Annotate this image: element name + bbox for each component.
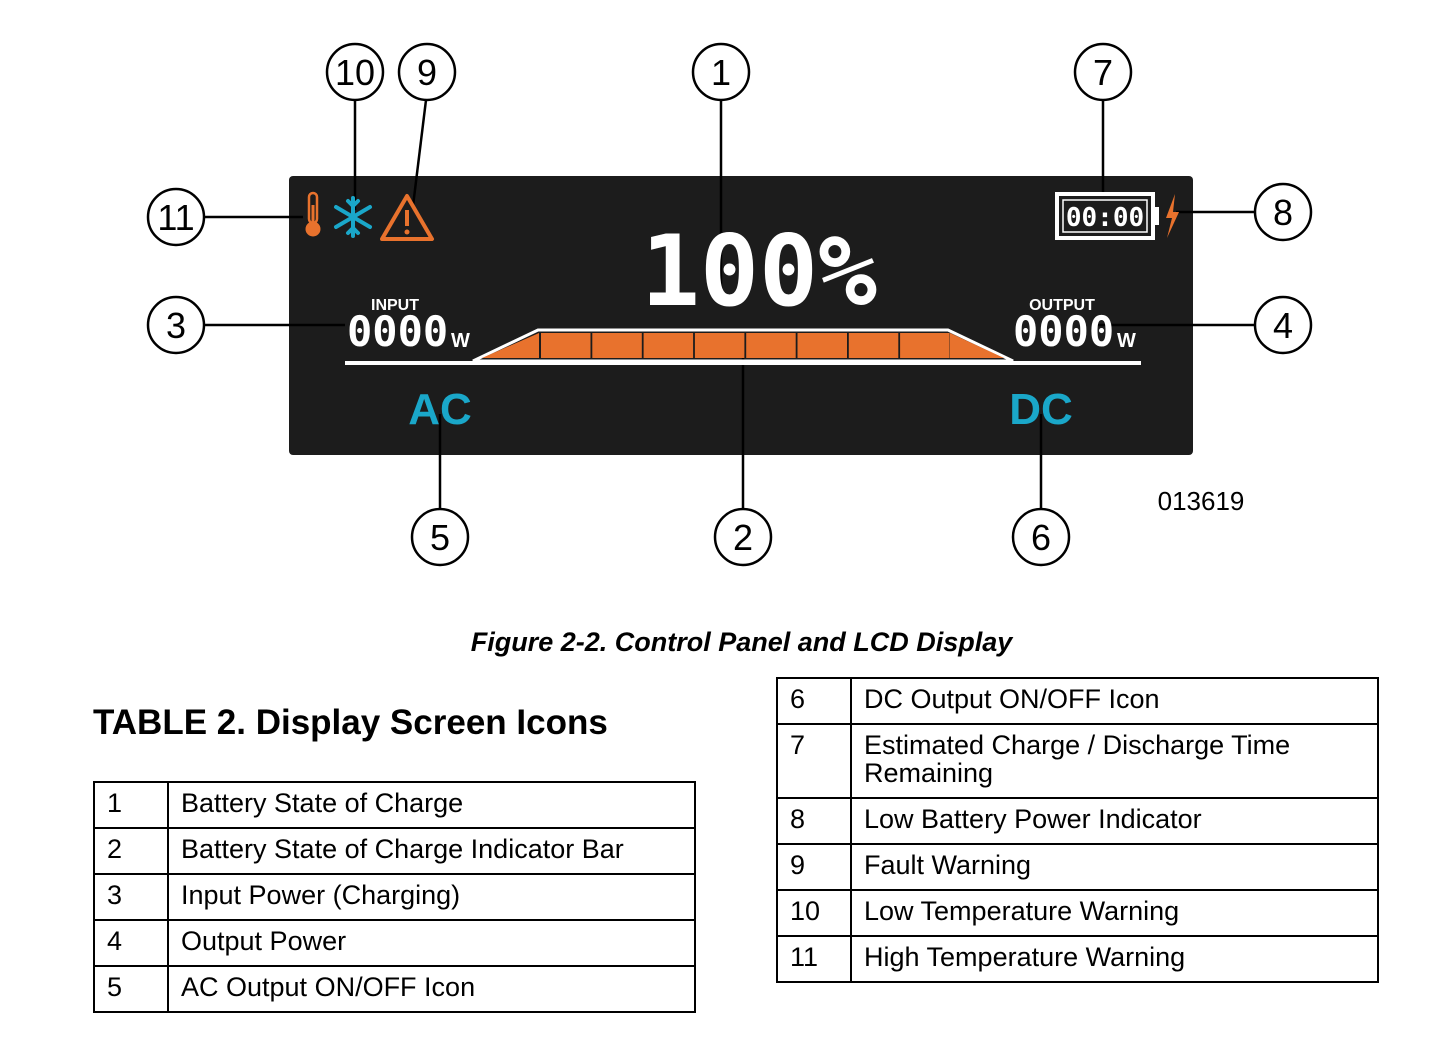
- callout-label: 11: [157, 197, 194, 238]
- thermometer-icon: [305, 191, 321, 237]
- callout-circle: [1253, 182, 1313, 242]
- callout-circle: [146, 295, 206, 355]
- input-unit: W: [451, 330, 470, 352]
- output-unit: W: [1117, 330, 1136, 352]
- snowflake-icon: [334, 196, 372, 238]
- row-number: 4: [93, 919, 169, 967]
- indicator-bar-outline: [472, 328, 1014, 363]
- indicator-bar-segments: [482, 333, 1004, 358]
- row-description: Battery State of Charge Indicator Bar: [167, 827, 696, 875]
- input-value: 0000: [347, 307, 448, 356]
- row-description: Low Battery Power Indicator: [850, 797, 1379, 845]
- table-title: TABLE 2. Display Screen Icons: [93, 703, 608, 742]
- row-number: 2: [93, 827, 169, 875]
- row-description: Estimated Charge / Discharge Time Remain…: [850, 723, 1379, 799]
- row-number: 10: [776, 889, 852, 937]
- battery-timer-icon: 00:00: [1055, 192, 1159, 240]
- row-number: 5: [93, 965, 169, 1013]
- indicator-segment: [950, 333, 1004, 358]
- row-description: Input Power (Charging): [167, 873, 696, 921]
- row-description: Battery State of Charge: [167, 781, 696, 829]
- output-label: OUTPUT: [1029, 297, 1095, 314]
- callout-circle: [713, 507, 773, 567]
- callout-circle: [1253, 295, 1313, 355]
- row-number: 11: [776, 935, 852, 983]
- callout-circle: [1073, 42, 1133, 102]
- row-description: High Temperature Warning: [850, 935, 1379, 983]
- indicator-segment: [797, 333, 847, 358]
- input-label: INPUT: [371, 297, 419, 314]
- dc-icon: DC: [1009, 385, 1073, 434]
- callout-circle: [325, 42, 385, 102]
- figure-id: 013619: [1158, 486, 1245, 516]
- row-description: Low Temperature Warning: [850, 889, 1379, 937]
- timer-value: 00:00: [1066, 203, 1144, 233]
- figure-caption: Figure 2-2. Control Panel and LCD Displa…: [470, 627, 1013, 657]
- callout-label: 3: [166, 305, 186, 346]
- battery-percent: 100%: [641, 215, 877, 329]
- callout-label: 2: [733, 517, 753, 558]
- callout-label: 1: [711, 52, 731, 93]
- row-number: 3: [93, 873, 169, 921]
- leader-lines: [204, 99, 1255, 509]
- callout-label: 5: [430, 517, 450, 558]
- row-description: Output Power: [167, 919, 696, 967]
- lcd-diagram: 00:00 100% INPUT 0000 W OUTPUT 0000 W AC…: [146, 42, 1313, 567]
- row-number: 6: [776, 677, 852, 725]
- row-description: Fault Warning: [850, 843, 1379, 891]
- row-number: 8: [776, 797, 852, 845]
- indicator-segment: [848, 333, 899, 358]
- callout-label: 10: [335, 52, 375, 93]
- indicator-segment: [746, 333, 796, 358]
- ac-icon: AC: [408, 385, 472, 434]
- row-number: 7: [776, 723, 852, 799]
- low-battery-bolt-icon: [1166, 194, 1179, 238]
- indicator-segment: [541, 333, 591, 358]
- callout-circle: [410, 507, 470, 567]
- callout-label: 7: [1093, 52, 1113, 93]
- row-description: AC Output ON/OFF Icon: [167, 965, 696, 1013]
- row-number: 1: [93, 781, 169, 829]
- callout-circle: [146, 187, 206, 247]
- output-value: 0000: [1013, 307, 1114, 356]
- callout-label: 4: [1273, 305, 1293, 346]
- callout-group: 1 2 3 4 5 6 7 8 9 10 11: [146, 42, 1313, 567]
- callout-circle: [397, 42, 457, 102]
- indicator-segment: [592, 333, 642, 358]
- indicator-segment: [482, 333, 539, 358]
- row-description: DC Output ON/OFF Icon: [850, 677, 1379, 725]
- warning-icon: [380, 194, 434, 241]
- callout-label: 8: [1273, 192, 1293, 233]
- indicator-segment: [694, 333, 745, 358]
- callout-circle: [1011, 507, 1071, 567]
- lcd-panel: [289, 176, 1193, 455]
- row-number: 9: [776, 843, 852, 891]
- callout-circle: [691, 42, 751, 102]
- indicator-segment: [643, 333, 694, 358]
- callout-label: 9: [417, 52, 437, 93]
- callout-label: 6: [1031, 517, 1051, 558]
- indicator-segment: [900, 333, 950, 358]
